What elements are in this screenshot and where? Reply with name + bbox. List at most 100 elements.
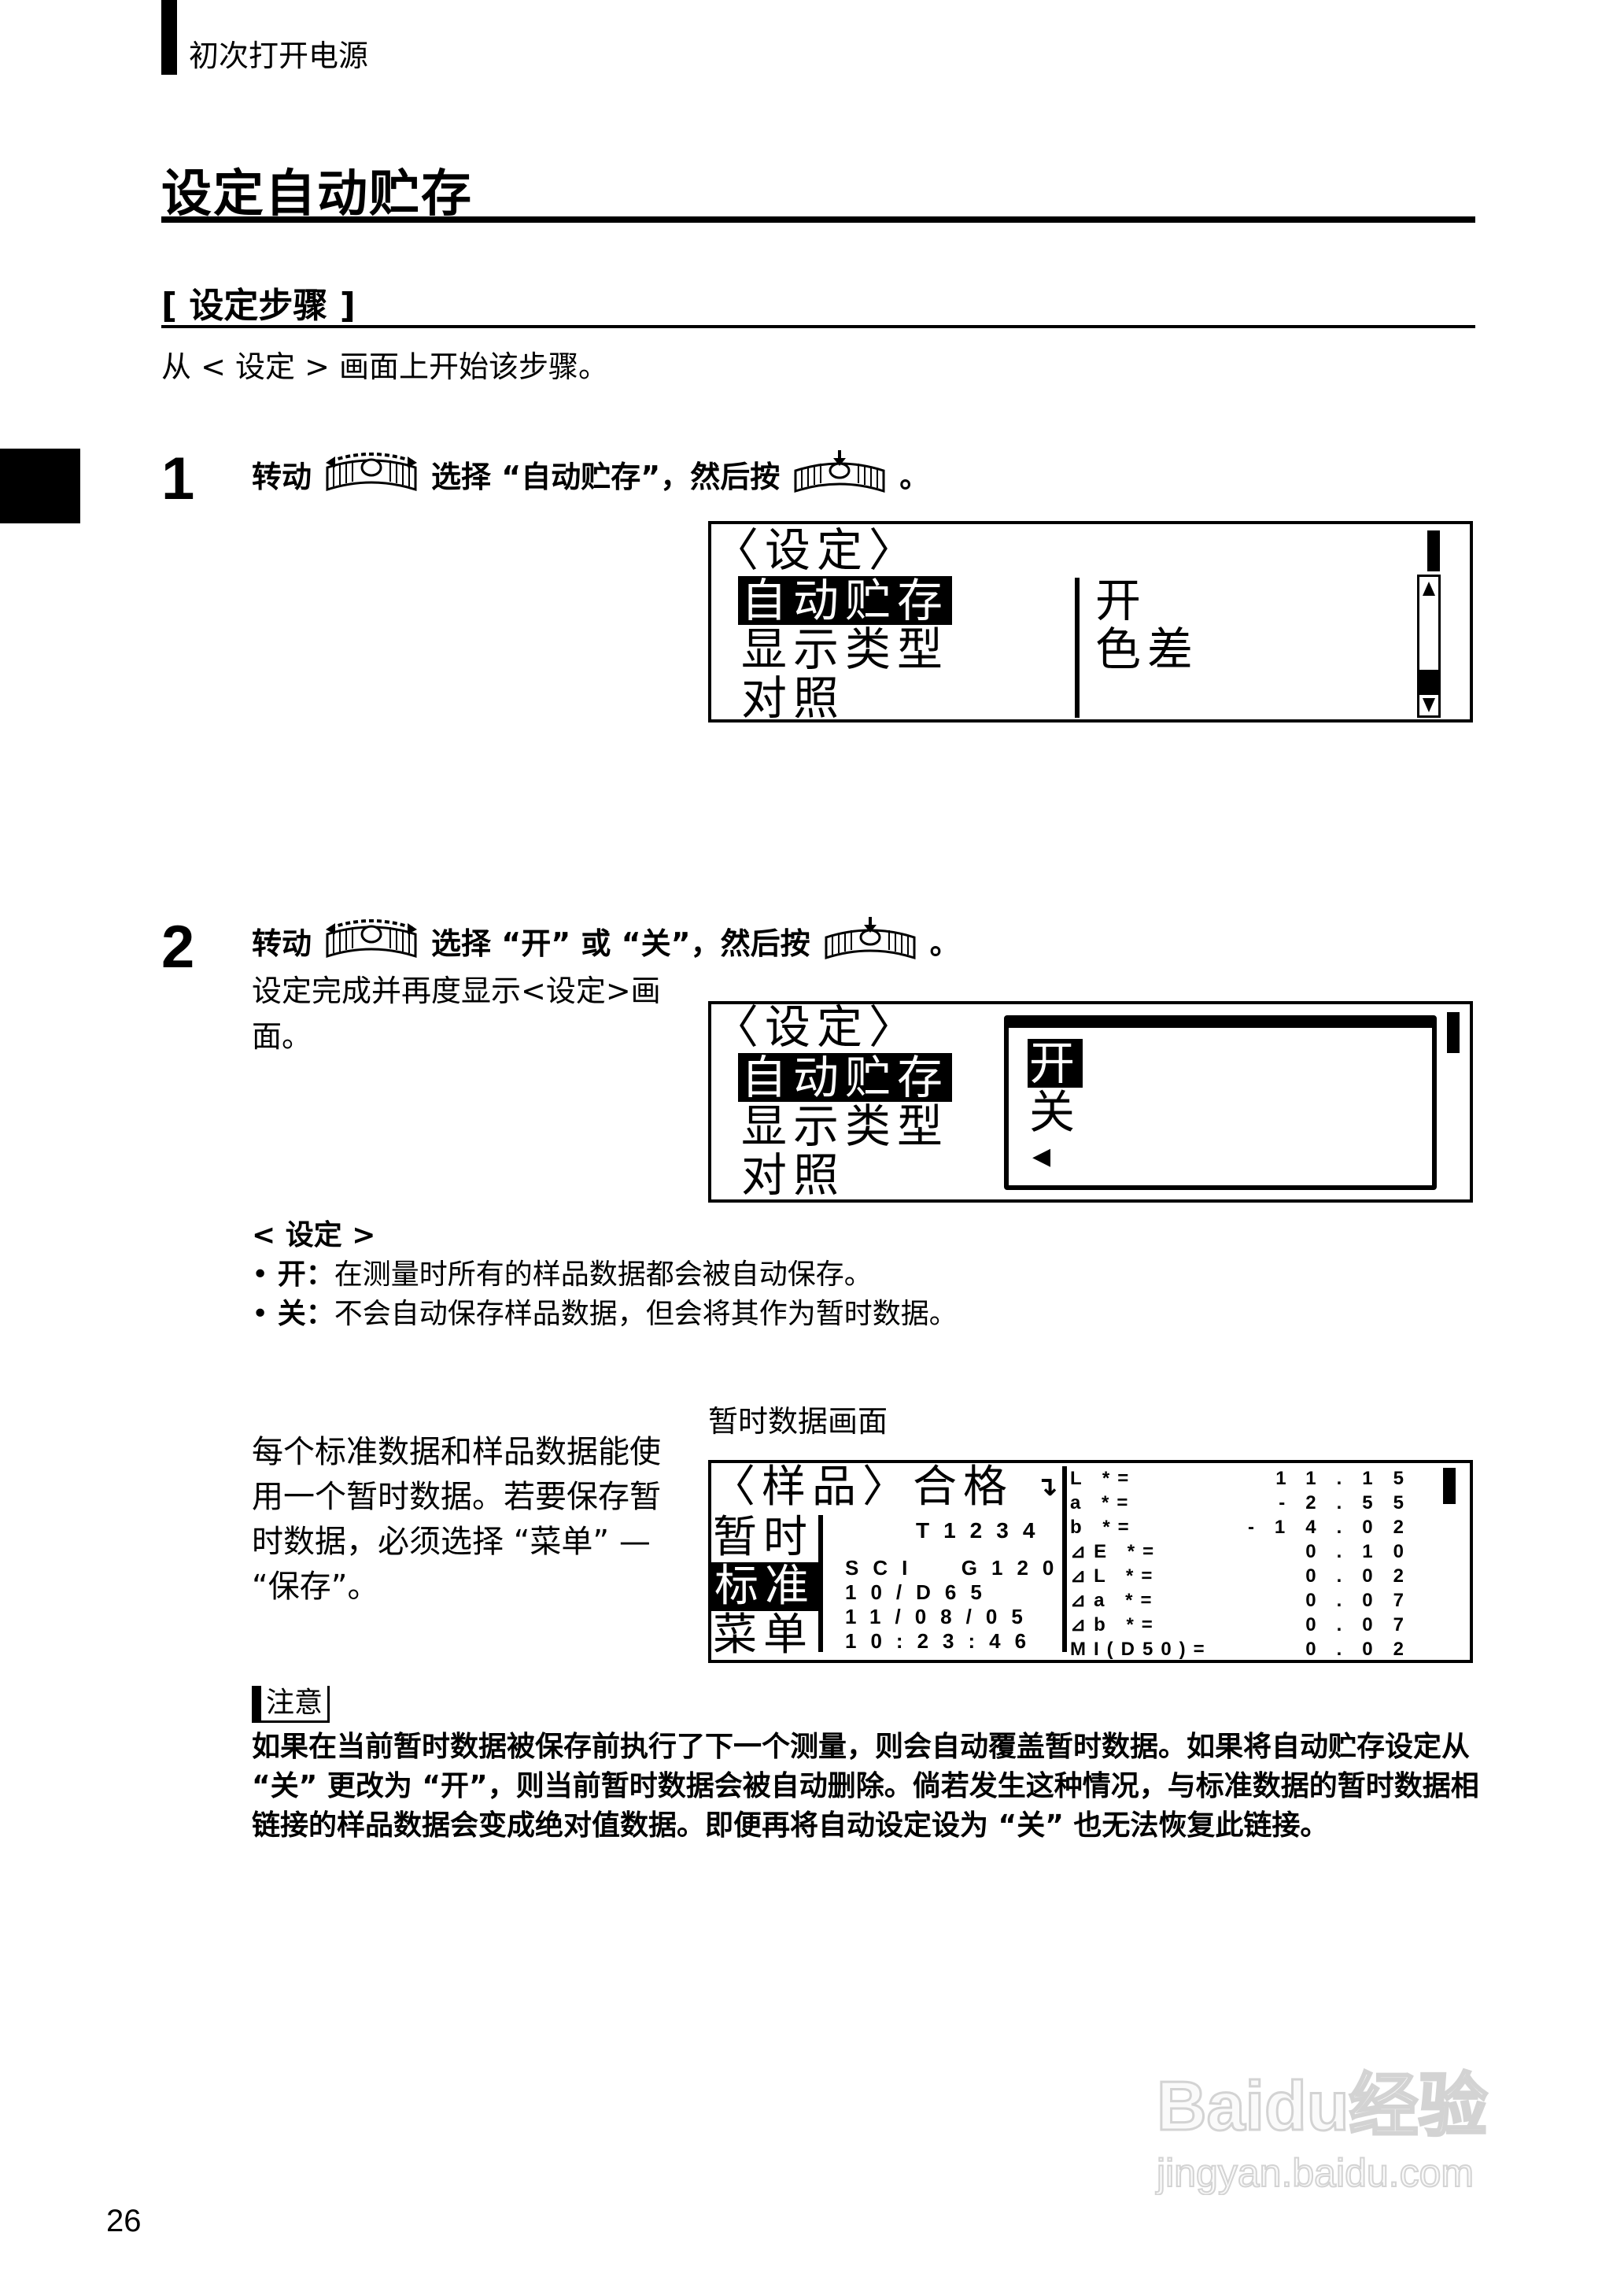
battery-icon xyxy=(1443,1468,1456,1504)
description-line: 设定完成并再度显示<设定>画 xyxy=(252,974,661,1008)
menu-item-auto-save[interactable]: 自动贮存 xyxy=(738,1053,953,1102)
settings-item-on: • 开：在测量时所有的样品数据都会被自动保存。 xyxy=(252,1258,873,1291)
tab-menu[interactable]: 菜单 xyxy=(713,1609,814,1661)
tab-standard[interactable]: 标准 xyxy=(711,1562,818,1611)
step-middle-text: 选择 “自动贮存”，然后按 xyxy=(431,459,781,494)
row-label: ⊿E *= xyxy=(1070,1541,1162,1562)
watermark-url: jingyan.baidu.com xyxy=(1156,2150,1475,2196)
row-label: b *= xyxy=(1070,1517,1137,1538)
color-values-table: L *= 11.15 a *= -2.55 b *= -14.02 ⊿E *= 0.10… xyxy=(1070,1466,1424,1661)
row-value: 11.15 xyxy=(1275,1468,1424,1489)
paragraph-line: 时数据，必须选择 “菜单” — xyxy=(252,1524,651,1560)
settings-key: 开： xyxy=(277,1258,334,1291)
settings-explanation: < 设定 > • 开：在测量时所有的样品数据都会被自动保存。 • 关：不会自动保… xyxy=(252,1216,958,1334)
menu-item-display-type[interactable]: 显示类型 xyxy=(741,1099,950,1153)
title-divider xyxy=(161,216,1475,223)
step-number: 1 xyxy=(161,445,195,512)
table-row: ⊿a *=0.07 xyxy=(1070,1588,1424,1613)
scroll-down-icon[interactable] xyxy=(1423,698,1435,712)
battery-icon xyxy=(1447,1012,1460,1053)
row-value: -2.55 xyxy=(1279,1492,1424,1513)
battery-icon xyxy=(1427,530,1440,571)
procedure-intro: 从 < 设定 > 画面上开始该步骤。 xyxy=(161,349,608,384)
menu-item-target[interactable]: 对照 xyxy=(741,1148,846,1202)
settings-text: 在测量时所有的样品数据都会被自动保存。 xyxy=(334,1258,873,1291)
chapter-tab-marker xyxy=(0,449,80,523)
info-line: 10:23:46 xyxy=(845,1629,1041,1653)
note-body: 如果在当前暂时数据被保存前执行了下一个测量，则会自动覆盖暂时数据。如果将自动贮存… xyxy=(252,1731,1479,1842)
value-display-type: 色差 xyxy=(1095,623,1200,676)
tab-temporary[interactable]: 暂时 xyxy=(713,1512,814,1563)
table-row: ⊿L *= 0.02 xyxy=(1070,1564,1424,1588)
step-verb: 转动 xyxy=(252,926,312,961)
step-end: 。 xyxy=(929,926,960,961)
measurement-info: SCI G120 10/D65 11/08/05 10:23:46 xyxy=(845,1556,1068,1654)
step-instruction: 转动 选择 “自动贮存”，然后按 xyxy=(252,450,929,497)
table-row: L *= 11.15 xyxy=(1070,1466,1424,1491)
screen-header: 〈样品〉合格 xyxy=(711,1462,1013,1513)
row-label: ⊿b *= xyxy=(1070,1614,1161,1635)
row-value: 0.02 xyxy=(1305,1565,1424,1587)
screen-title: 〈设定〉 xyxy=(713,523,921,577)
scroll-up-icon[interactable] xyxy=(1423,582,1435,596)
step-middle-text: 选择 “开” 或 “关”，然后按 xyxy=(431,926,810,961)
paragraph-line: 用一个暂时数据。若要保存暂 xyxy=(252,1479,661,1515)
press-dial-icon xyxy=(821,917,919,964)
rotate-dial-icon xyxy=(323,450,420,497)
info-line: 11/08/05 xyxy=(845,1605,1037,1628)
table-row: ⊿E *= 0.10 xyxy=(1070,1539,1424,1564)
page-title: 设定自动贮存 xyxy=(161,165,473,224)
row-label: L *= xyxy=(1070,1468,1137,1489)
temp-data-paragraph: 每个标准数据和样品数据能使 用一个暂时数据。若要保存暂 时数据，必须选择 “菜单… xyxy=(252,1430,661,1609)
scrollbar[interactable] xyxy=(1417,575,1441,718)
section-header: 初次打开电源 xyxy=(189,39,369,73)
page-number: 26 xyxy=(106,2204,142,2238)
row-label: ⊿a *= xyxy=(1070,1590,1160,1611)
row-value: 0.02 xyxy=(1305,1639,1424,1660)
lcd-screen-settings: 〈设定〉 自动贮存 显示类型 对照 开 色差 xyxy=(708,521,1473,722)
lcd-screen-settings-popup: 〈设定〉 自动贮存 显示类型 对照 开 关 ◀ xyxy=(708,1001,1473,1203)
value-auto-save: 开 xyxy=(1095,574,1148,627)
sample-id: T1234 xyxy=(916,1518,1050,1543)
table-row: a *= -2.55 xyxy=(1070,1491,1424,1515)
paragraph-line: “保存”。 xyxy=(252,1569,379,1605)
table-row: ⊿b *=0.07 xyxy=(1070,1613,1424,1637)
option-off[interactable]: 关 xyxy=(1029,1085,1082,1139)
menu-item-target[interactable]: 对照 xyxy=(741,671,846,725)
screen-title: 〈设定〉 xyxy=(713,1000,921,1054)
info-line: SCI G120 xyxy=(845,1556,1069,1580)
settings-heading: < 设定 > xyxy=(252,1219,376,1251)
row-value: 0.10 xyxy=(1305,1541,1424,1562)
scroll-thumb[interactable] xyxy=(1419,670,1438,695)
step-end: 。 xyxy=(899,459,930,494)
back-arrow-icon[interactable]: ◀ xyxy=(1032,1143,1051,1170)
settings-text: 不会自动保存样品数据，但会将其作为暂时数据。 xyxy=(334,1298,958,1330)
description-line: 面。 xyxy=(252,1019,312,1054)
paragraph-line: 每个标准数据和样品数据能使 xyxy=(252,1434,661,1470)
row-label: ⊿L *= xyxy=(1070,1565,1161,1587)
rotate-dial-icon xyxy=(323,917,420,964)
lcd-screen-temp-data: 〈样品〉合格 ↴ 暂时 标准 菜单 T1234 SCI G120 10/D65 … xyxy=(708,1460,1473,1663)
press-dial-icon xyxy=(791,450,888,497)
step-number: 2 xyxy=(161,914,195,981)
section-marker-bar xyxy=(161,0,177,75)
baidu-watermark: Baidu经验 jingyan.baidu.com xyxy=(1155,2050,1488,2197)
temp-data-caption: 暂时数据画面 xyxy=(708,1404,888,1439)
info-line: 10/D65 xyxy=(845,1580,996,1604)
arrow-down-icon: ↴ xyxy=(1035,1471,1058,1502)
settings-item-off: • 关：不会自动保存样品数据，但会将其作为暂时数据。 xyxy=(252,1298,958,1330)
step-instruction: 转动 选择 “开” 或 “关”，然后按 xyxy=(252,917,960,964)
settings-key: 关： xyxy=(277,1298,334,1330)
menu-item-auto-save[interactable]: 自动贮存 xyxy=(738,576,953,625)
option-on[interactable]: 开 xyxy=(1028,1037,1083,1090)
column-divider xyxy=(1062,1466,1067,1652)
tab-divider xyxy=(818,1515,823,1652)
procedure-heading: [ 设定步骤 ] xyxy=(161,286,356,326)
procedure-divider xyxy=(161,325,1475,328)
row-label: a *= xyxy=(1070,1492,1136,1513)
row-value: -14.02 xyxy=(1247,1517,1424,1538)
note-label: 注意 xyxy=(252,1686,330,1723)
table-row: MI(D50)=0.02 xyxy=(1070,1637,1424,1661)
step-description: 设定完成并再度显示<设定>画 面。 xyxy=(252,968,661,1059)
menu-item-display-type[interactable]: 显示类型 xyxy=(741,623,950,676)
